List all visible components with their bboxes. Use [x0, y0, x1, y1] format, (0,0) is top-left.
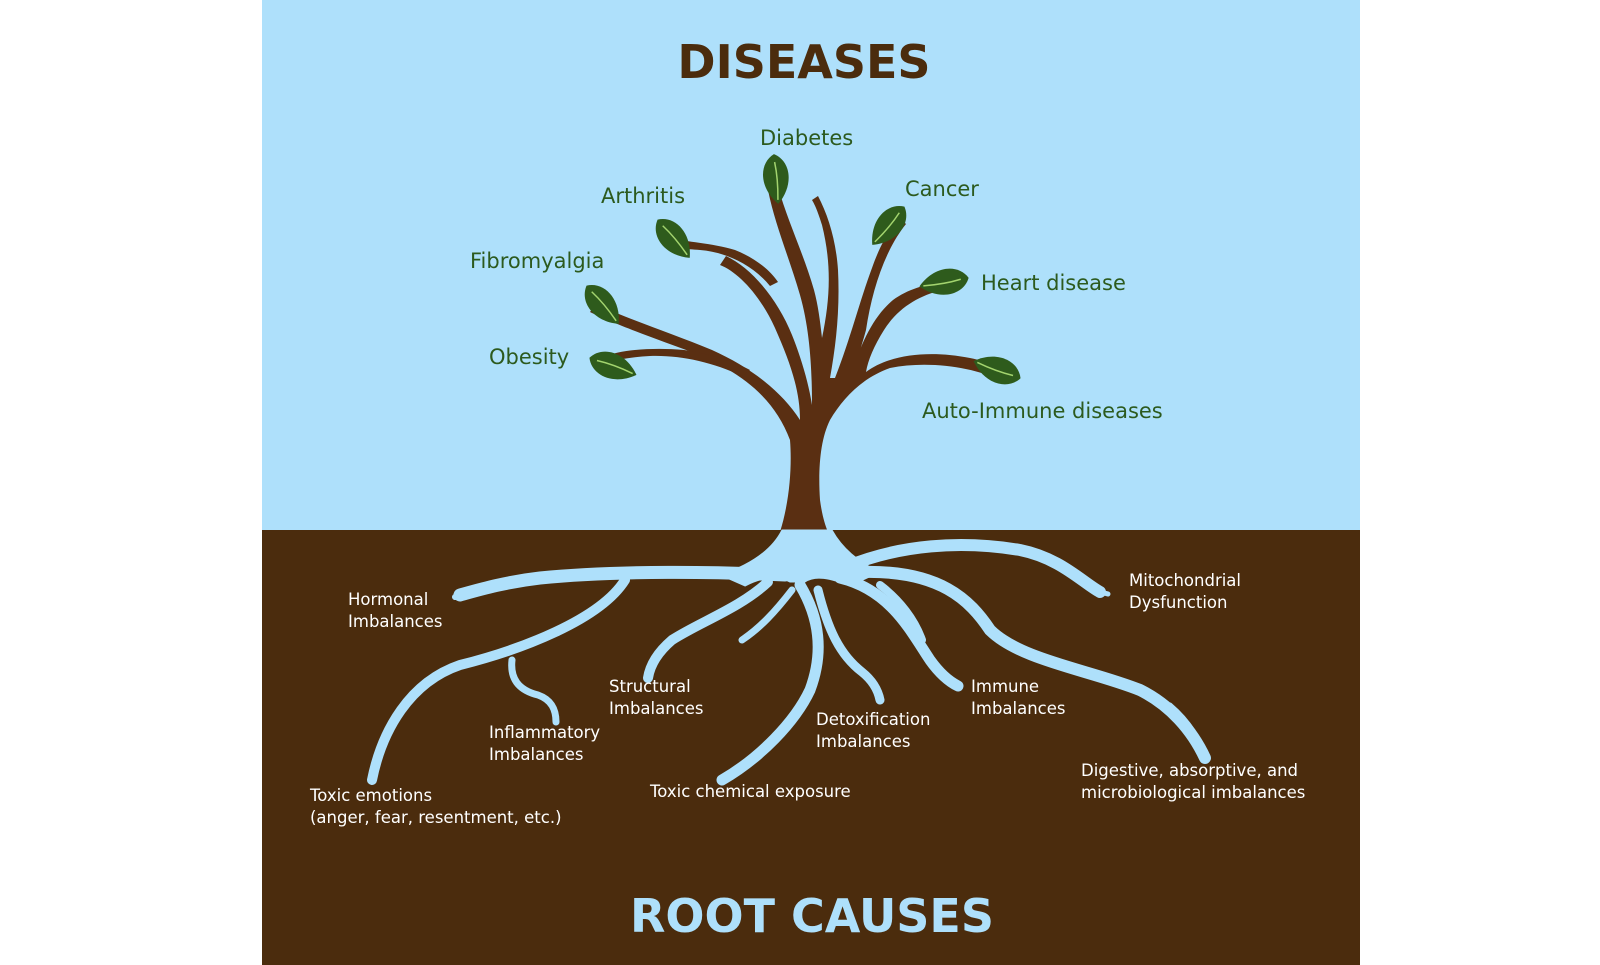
roots — [367, 529, 1211, 786]
root-immune-branch — [876, 581, 926, 644]
label-arthritis: Arthritis — [601, 184, 685, 208]
diseases-title: DISEASES — [677, 35, 930, 89]
label-fibromyalgia: Fibromyalgia — [470, 249, 604, 273]
leaf-fibromyalgia — [584, 284, 619, 324]
leaf-arthritis — [655, 218, 690, 258]
leaves — [584, 154, 1021, 385]
label-toxic-chemical: Toxic chemical exposure — [649, 782, 851, 801]
label-digestive: Digestive, absorptive, and microbiologic… — [1081, 761, 1305, 802]
label-structural: Structural Imbalances — [609, 677, 704, 718]
trunk — [590, 187, 1005, 532]
label-heart-disease: Heart disease — [981, 271, 1126, 295]
root-inflammatory — [508, 656, 560, 726]
label-inflammatory: Inflammatory Imbalances — [489, 723, 605, 764]
leaf-auto-immune — [973, 356, 1021, 385]
root-causes-title: ROOT CAUSES — [630, 889, 994, 943]
root-toxic-chemical — [716, 579, 824, 786]
label-diabetes: Diabetes — [760, 126, 853, 150]
cause-labels: Hormonal Imbalances Mitochondrial Dysfun… — [309, 571, 1305, 827]
leaf-diabetes — [763, 154, 789, 204]
root-mitochondrial-tip — [1072, 572, 1111, 597]
label-detoxification: Detoxification Imbalances — [816, 710, 936, 751]
leaf-cancer — [872, 205, 907, 245]
root-detoxification — [813, 585, 885, 705]
root-immune — [834, 572, 964, 692]
label-mitochondrial: Mitochondrial Dysfunction — [1129, 571, 1246, 612]
root-toxic-chemical-branch — [738, 586, 796, 644]
root-toxic-emotions-tip — [370, 738, 387, 784]
label-toxic-emotions: Toxic emotions (anger, fear, resentment,… — [309, 786, 562, 827]
label-cancer: Cancer — [905, 177, 979, 201]
label-hormonal: Hormonal Imbalances — [348, 590, 443, 631]
root-toxic-emotions — [367, 575, 630, 785]
leaf-heart-disease — [919, 268, 969, 295]
root-digestive-tip — [1167, 702, 1209, 763]
branch-obesity — [603, 348, 750, 376]
root-hormonal-tip — [452, 575, 543, 600]
label-auto-immune: Auto-Immune diseases — [922, 399, 1163, 423]
label-obesity: Obesity — [489, 345, 569, 369]
label-immune: Immune Imbalances — [971, 677, 1066, 718]
root-digestive — [856, 565, 1211, 764]
disease-labels: Diabetes Arthritis Cancer Fibromyalgia H… — [470, 126, 1163, 423]
root-structural — [643, 577, 773, 683]
leaf-obesity — [589, 351, 637, 380]
